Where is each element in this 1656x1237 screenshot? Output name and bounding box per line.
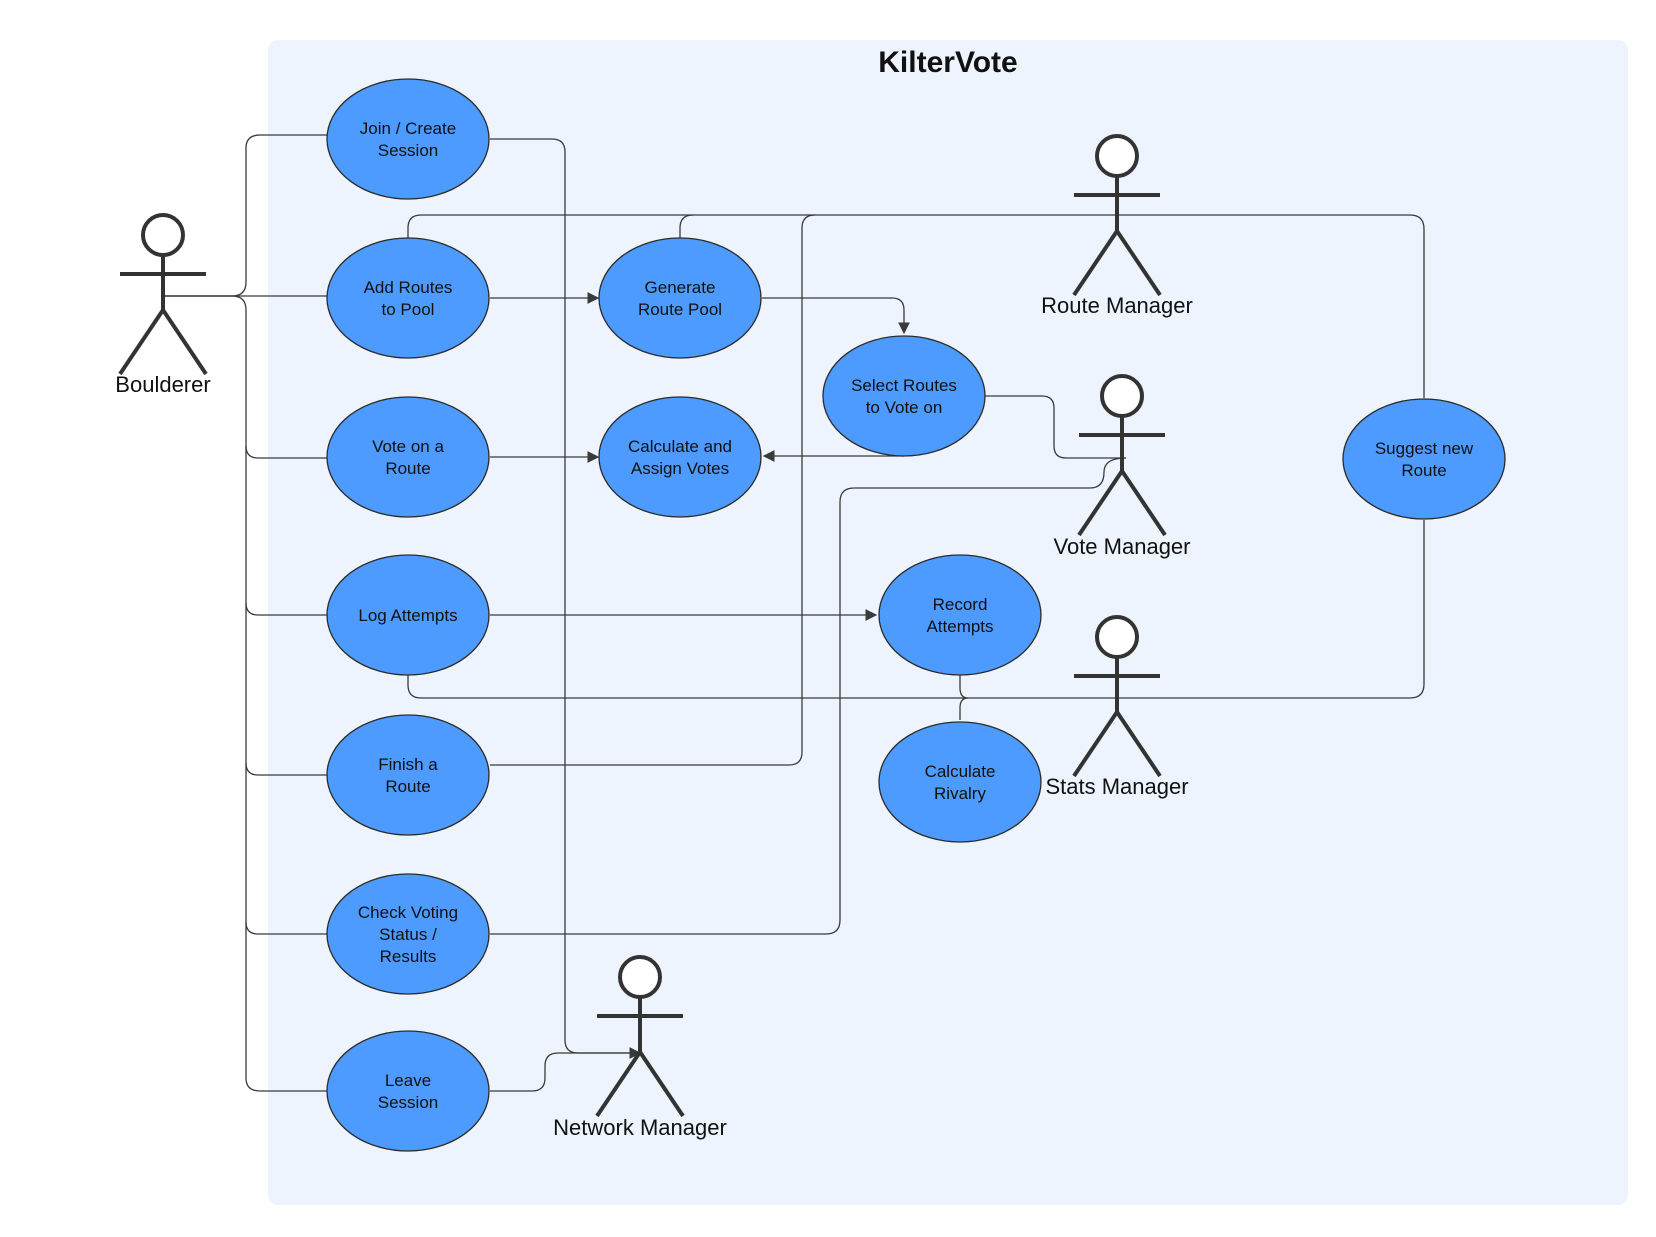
connector-record-rivalry [959,674,969,720]
connector-generate-select [762,297,910,335]
actor-right-leg [1115,710,1162,778]
usecase-log-attempts[interactable]: Log Attempts [326,554,490,676]
system-title: KilterVote [878,46,1017,79]
usecase-label-line: to Vote on [866,398,943,417]
connector-boulderer-check [245,921,328,935]
usecase-label-line: Rivalry [934,784,986,803]
usecase-vote-on-a-route[interactable]: Vote on a Route [326,396,490,518]
usecase-label-line: Status / [379,925,437,944]
usecase-add-routes-to-pool[interactable]: Add Routes to Pool [326,237,490,359]
connector-join-network [490,138,642,1059]
actor-label: Boulderer [115,372,210,397]
connector-boulderer-log [245,602,328,616]
usecase-ellipse [1342,398,1506,520]
actor-left-leg [595,1050,642,1118]
usecase-label-line: Session [378,141,438,160]
usecase-label-line: Results [380,947,437,966]
connector-boulderer-trunk [165,134,328,297]
usecase-label-line: Join / Create [360,119,456,138]
connector-finish-route-manager [490,214,816,766]
connector-vote-manager-check [490,457,1127,935]
usecase-ellipse [326,714,490,836]
usecase-label-line: Finish a [378,755,438,774]
usecase-label-line: Session [378,1093,438,1112]
usecase-ellipse [822,335,986,457]
usecase-label-line: Leave [385,1071,431,1090]
actor-head [141,213,185,257]
usecase-ellipse [878,721,1042,843]
usecase-ellipse [878,554,1042,676]
connector-log-stats-bus [407,520,1425,699]
usecase-ellipse [326,873,490,995]
actor-head [1100,374,1144,418]
actor-boulderer[interactable]: Boulderer [115,213,211,397]
actor-head [1095,134,1139,178]
usecase-ellipse [326,554,490,676]
usecase-label-line: Route [385,459,430,478]
usecase-label-line: Calculate [925,762,996,781]
usecase-label-line: Route Pool [638,300,722,319]
usecase-ellipse [326,237,490,359]
actor-label: Vote Manager [1054,534,1191,559]
usecase-label-line: Generate [645,278,716,297]
actor-head [618,955,662,999]
connector-leave-network [490,1052,640,1092]
actor-right-leg [1115,229,1162,297]
usecase-ellipse [326,1030,490,1152]
usecase-label-line: Check Voting [358,903,458,922]
actor-right-leg [161,308,208,376]
usecase-ellipse [326,396,490,518]
actor-left-leg [1072,229,1119,297]
connector-boulderer-finish [245,762,328,776]
actor-label: Route Manager [1041,293,1193,318]
actor-left-leg [118,308,165,376]
actor-left-leg [1072,710,1119,778]
usecase-label-line: Route [1401,461,1446,480]
usecase-label-line: Add Routes [364,278,453,297]
usecase-label-line: Suggest new [1375,439,1474,458]
usecase-label-line: Assign Votes [631,459,729,478]
connector-generate-route-manager [679,214,694,238]
connectors [165,134,1425,1092]
actor-network-manager[interactable]: Network Manager [553,955,727,1140]
connector-route-manager-bus [407,214,1425,398]
connector-boulderer-vote [245,445,328,459]
usecase-label-line: Route [385,777,430,796]
usecase-label-line: Calculate and [628,437,732,456]
actor-label: Stats Manager [1045,774,1188,799]
actor-label: Network Manager [553,1115,727,1140]
usecase-label-line: Record [933,595,988,614]
usecase-ellipse [598,237,762,359]
actor-right-leg [638,1050,685,1118]
usecase-ellipse [598,396,762,518]
usecase-label-line: Attempts [926,617,993,636]
actor-right-leg [1120,469,1167,537]
connector-boulderer-lower-trunk [165,295,328,1092]
usecase-label-line: Log Attempts [358,606,457,625]
actor-head [1095,615,1139,659]
actor-left-leg [1077,469,1124,537]
actor-stats-manager[interactable]: Stats Manager [1045,615,1189,799]
usecase-label-line: Select Routes [851,376,957,395]
connector-select-vote-manager [985,395,1126,459]
usecase-label-line: to Pool [382,300,435,319]
usecase-ellipse [326,78,490,200]
usecase-finish-a-route[interactable]: Finish a Route [326,714,490,836]
actor-vote-manager[interactable]: Vote Manager [1054,374,1191,559]
usecase-label-line: Vote on a [372,437,444,456]
usecase-select-routes-to-vote-on[interactable]: Select Routes to Vote on [822,335,986,457]
actor-route-manager[interactable]: Route Manager [1041,134,1193,318]
